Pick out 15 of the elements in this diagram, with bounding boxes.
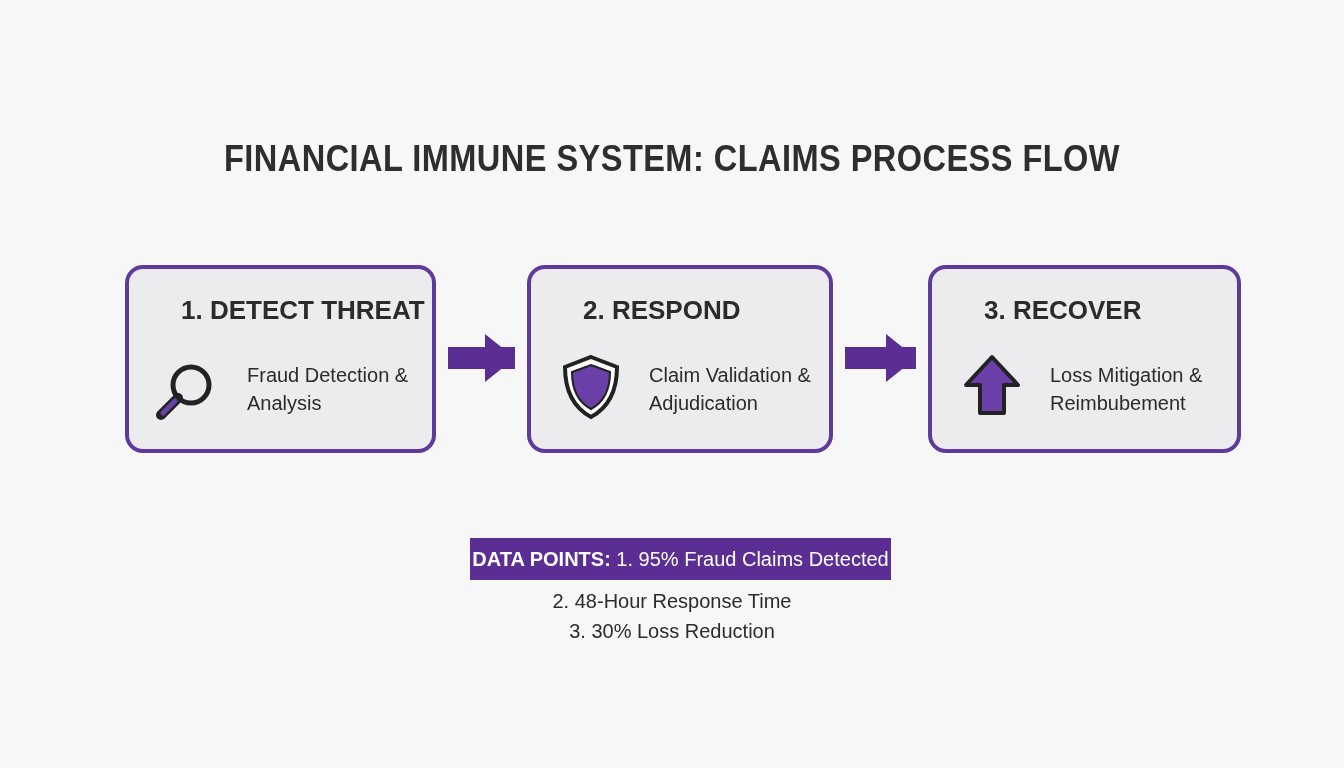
process-box: [527, 265, 833, 453]
arrow: [845, 334, 916, 382]
step-heading: 1. DETECT THREAT: [181, 295, 425, 326]
data-point-text: 3. 30% Loss Reduction: [568, 620, 776, 643]
arrow: [448, 334, 515, 382]
step-heading: 2. RESPOND: [583, 295, 741, 326]
step-description: Claim Validation & Adjudication: [649, 363, 812, 416]
diagram-title: FINANCIAL IMMUNE SYSTEM: CLAIMS PROCESS FLOW: [222, 138, 1122, 180]
highlight-banner: DATA POINTS: 1. 95% Fraud Claims Detected: [470, 538, 891, 580]
step-heading: 3. RECOVER: [984, 295, 1142, 326]
process-box: [928, 265, 1241, 453]
process-box: [125, 265, 436, 453]
step-description: Loss Mitigation & Reimbubement: [1050, 363, 1204, 416]
step-description: Fraud Detection & Analysis: [247, 363, 410, 416]
data-point-text: 2. 48-Hour Response Time: [551, 590, 793, 613]
